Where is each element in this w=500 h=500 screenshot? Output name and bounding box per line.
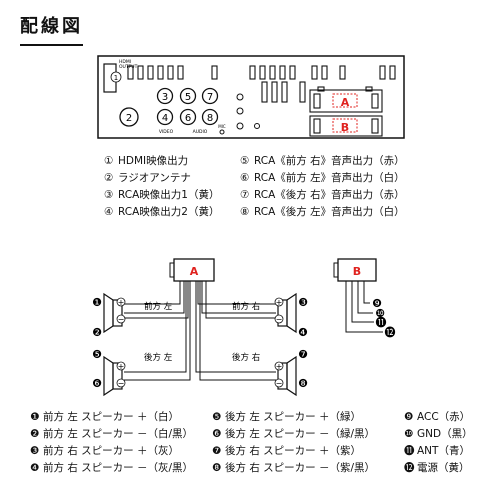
speaker-wire-numbers: ❶ ❷ ❸ ❹ ❺ ❻ ❼ ❽ [92, 296, 308, 390]
svg-text:6: 6 [185, 113, 191, 124]
panel-socket-a-highlight [332, 93, 358, 108]
wire-number-6: ❻ [92, 377, 102, 390]
svg-text:+: + [276, 362, 283, 371]
panel-socket-b-label: B [341, 121, 349, 134]
svg-text:−: − [276, 315, 283, 324]
label-front-right: 前方 右 [232, 301, 260, 312]
svg-text:5: 5 [185, 92, 191, 103]
speaker-rear-right [277, 355, 297, 397]
wire-number-5: ❺ [92, 348, 102, 361]
svg-text:+: + [276, 298, 283, 307]
panel-socket-b [309, 115, 383, 137]
harness-b-wires [345, 281, 383, 333]
mic-label: MIC [218, 124, 226, 129]
rear-panel-outline [97, 55, 405, 139]
svg-text:3: 3 [162, 92, 168, 103]
speaker-terminals: + − + − + − + − [116, 297, 284, 388]
svg-text:−: − [118, 379, 125, 388]
vent-slots-mid [261, 81, 306, 103]
wire-number-12: ⓬ [385, 326, 396, 339]
panel-callout-2-label: 2 [126, 113, 132, 124]
panel-holes [219, 93, 260, 135]
wire-number-3: ❸ [298, 296, 308, 309]
wire-number-1: ❶ [92, 296, 102, 309]
video-label: VIDEO [159, 129, 174, 135]
hdmi-label-line1: HDMI [119, 59, 131, 65]
panel-socket-a-label: A [341, 96, 350, 109]
power-wire-numbers: ❾ ❿ ⓫ ⓬ [372, 297, 395, 339]
panel-socket-b-highlight [332, 118, 358, 133]
svg-text:7: 7 [207, 92, 213, 103]
wire-number-11: ⓫ [376, 316, 387, 329]
label-front-left: 前方 左 [144, 301, 173, 312]
panel-socket-a [309, 86, 383, 113]
wire-number-8: ❽ [298, 377, 308, 390]
harness-a-label: A [190, 265, 199, 278]
svg-text:+: + [118, 298, 125, 307]
audio-label: AUDIO [193, 129, 208, 135]
wire-number-9: ❾ [372, 297, 382, 310]
label-rear-right: 後方 右 [232, 352, 260, 363]
harness-a-wires [124, 281, 276, 381]
antenna-jack [119, 107, 139, 127]
panel-callout-1-label: 1 [114, 74, 118, 82]
harness-b-label: B [353, 265, 361, 278]
panel-callout-1 [110, 71, 122, 83]
wire-number-7: ❼ [298, 348, 308, 361]
wire-number-10: ❿ [375, 307, 385, 320]
svg-text:8: 8 [207, 113, 213, 124]
speaker-rear-left [103, 355, 123, 397]
svg-text:−: − [276, 379, 283, 388]
svg-text:−: − [118, 315, 125, 324]
svg-text:+: + [118, 362, 125, 371]
harness-a: A [169, 258, 215, 282]
harness-b: B [333, 258, 377, 282]
wire-number-4: ❹ [298, 326, 308, 339]
vent-slots-top [127, 65, 396, 80]
wire-number-2: ❷ [92, 326, 102, 339]
page-title: 配線図 [20, 12, 83, 46]
rca-jacks: 3 4 5 6 7 8 [156, 87, 219, 126]
svg-text:4: 4 [162, 113, 168, 124]
label-rear-left: 後方 左 [144, 352, 173, 363]
